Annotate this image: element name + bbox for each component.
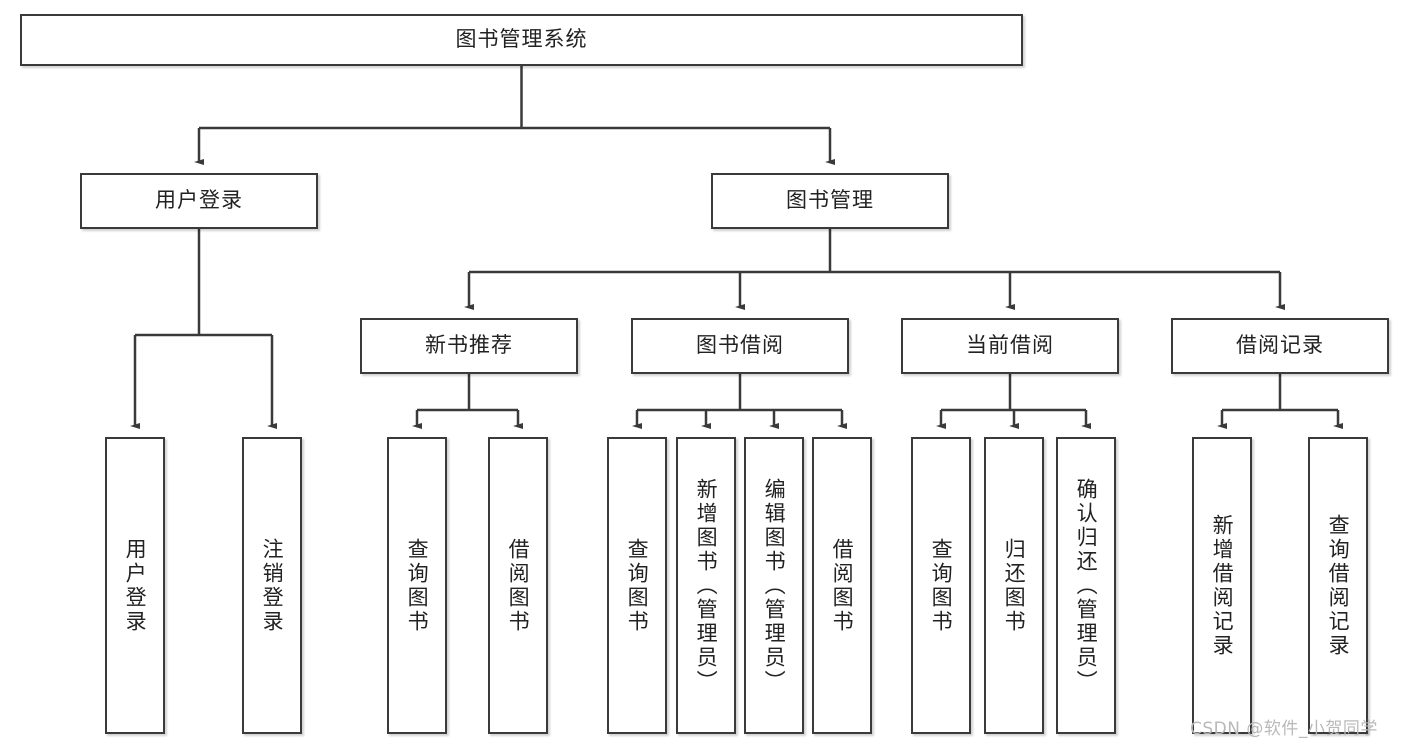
node-label: 新书推荐 [425, 333, 513, 358]
node-label: 用户登录 [155, 188, 243, 213]
node-leaf-confirm-return[interactable]: 确认归还（管理员） [1056, 437, 1116, 734]
node-leaf-query-book-cur[interactable]: 查询图书 [911, 437, 971, 734]
node-leaf-user-login[interactable]: 用户登录 [105, 437, 165, 734]
node-label: 当前借阅 [966, 333, 1054, 358]
node-label: 查询图书 [929, 537, 954, 634]
node-label: 借阅图书 [506, 537, 531, 634]
node-label: 确认归还（管理员） [1074, 477, 1099, 694]
node-label: 图书管理 [786, 188, 874, 213]
node-label: 图书管理系统 [455, 27, 588, 52]
node-leaf-borrow-book[interactable]: 借阅图书 [812, 437, 872, 734]
node-user-login[interactable]: 用户登录 [80, 173, 318, 229]
node-leaf-return-book[interactable]: 归还图书 [984, 437, 1044, 734]
node-current-borrow[interactable]: 当前借阅 [901, 318, 1119, 374]
node-leaf-add-record[interactable]: 新增借阅记录 [1192, 437, 1252, 734]
node-label: 新增借阅记录 [1210, 513, 1235, 658]
node-leaf-edit-book[interactable]: 编辑图书（管理员） [744, 437, 804, 734]
node-book-manage[interactable]: 图书管理 [711, 173, 949, 229]
csdn-watermark: CSDN @软件_小贺同学 [1190, 719, 1378, 739]
node-label: 编辑图书（管理员） [762, 477, 787, 694]
node-label: 借阅记录 [1236, 333, 1324, 358]
node-label: 图书借阅 [696, 333, 784, 358]
node-book-borrow[interactable]: 图书借阅 [631, 318, 849, 374]
node-label: 归还图书 [1002, 537, 1027, 634]
node-leaf-borrow-book-rec[interactable]: 借阅图书 [488, 437, 548, 734]
node-label: 查询图书 [625, 537, 650, 634]
node-label: 新增图书（管理员） [694, 477, 719, 694]
node-label: 查询图书 [405, 537, 430, 634]
node-leaf-add-book[interactable]: 新增图书（管理员） [676, 437, 736, 734]
node-root[interactable]: 图书管理系统 [20, 14, 1023, 66]
node-leaf-query-book-rec[interactable]: 查询图书 [387, 437, 447, 734]
node-label: 查询借阅记录 [1326, 513, 1351, 658]
node-label: 用户登录 [123, 537, 148, 634]
node-label: 注销登录 [260, 537, 285, 634]
node-leaf-query-book-borrow[interactable]: 查询图书 [607, 437, 667, 734]
node-label: 借阅图书 [830, 537, 855, 634]
node-new-book-rec[interactable]: 新书推荐 [360, 318, 578, 374]
node-leaf-user-logout[interactable]: 注销登录 [242, 437, 302, 734]
node-leaf-query-record[interactable]: 查询借阅记录 [1308, 437, 1368, 734]
node-borrow-record[interactable]: 借阅记录 [1171, 318, 1389, 374]
